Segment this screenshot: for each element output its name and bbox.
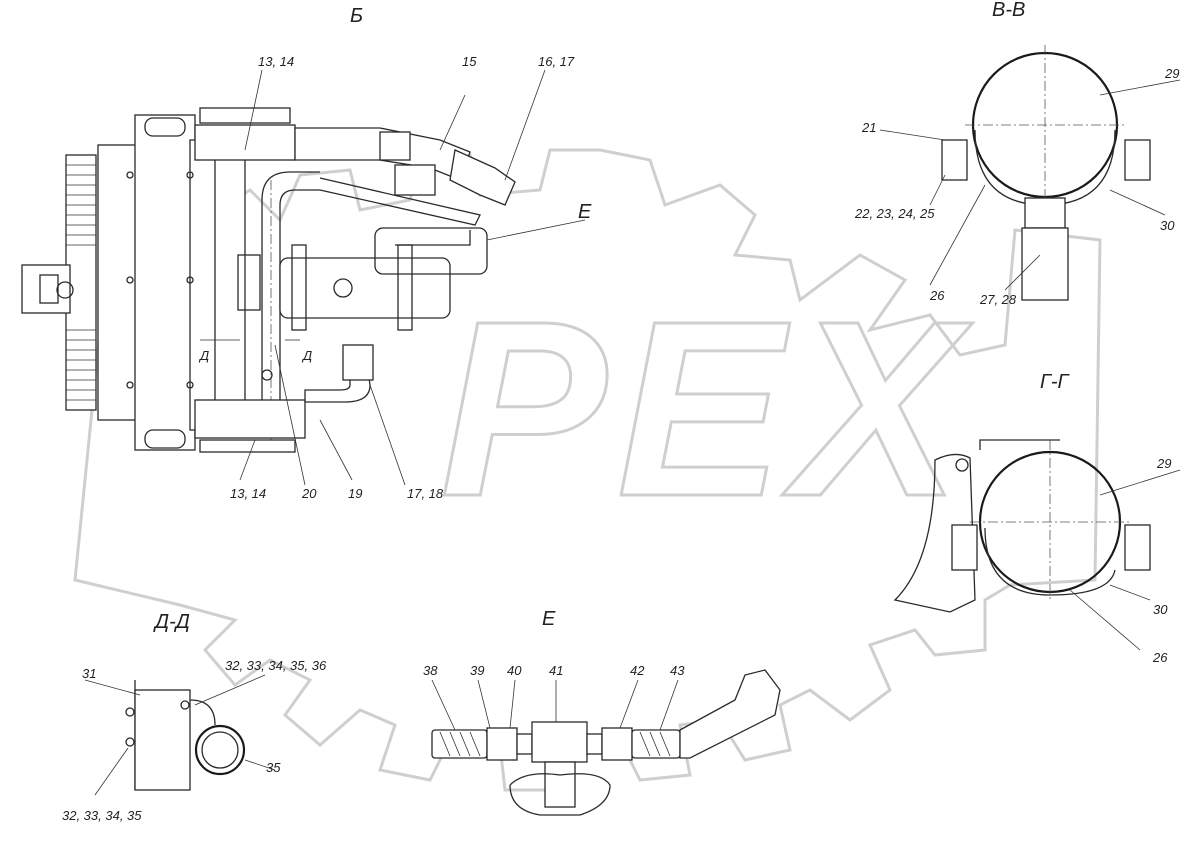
section-vv: [879, 45, 1181, 301]
label-e-42: 42: [630, 663, 645, 678]
view-title-gg: Г-Г: [1040, 371, 1071, 393]
section-dd: [84, 674, 276, 796]
vv-leaders: [879, 79, 1181, 291]
detail-e: [431, 669, 781, 816]
main-view: [21, 69, 586, 486]
label-main-d-right: Д: [301, 348, 312, 363]
label-e-38: 38: [423, 663, 438, 678]
label-vv-29: 29: [1164, 66, 1179, 81]
label-vv-30: 30: [1160, 218, 1175, 233]
view-title-dd: Д-Д: [153, 611, 190, 633]
gg-leaders: [1069, 469, 1181, 651]
label-e-41: 41: [549, 663, 563, 678]
fan-assembly: [21, 154, 97, 411]
label-main-15: 15: [462, 54, 477, 69]
view-title-b: Б: [350, 5, 363, 27]
label-main-e: Е: [578, 201, 592, 223]
upper-pipe: [194, 107, 516, 206]
label-e-40: 40: [507, 663, 522, 678]
label-gg-30: 30: [1153, 602, 1168, 617]
label-gg-26: 26: [1152, 650, 1168, 665]
label-main-16-17: 16, 17: [538, 54, 575, 69]
label-gg-29: 29: [1156, 456, 1171, 471]
detail-e-frame: [374, 227, 488, 275]
label-e-43: 43: [670, 663, 685, 678]
label-main-13-14-bottom: 13, 14: [230, 486, 266, 501]
main-leaders: [200, 69, 586, 486]
view-title-vv: В-В: [992, 0, 1025, 21]
watermark-logo: PEX: [73, 148, 1102, 792]
label-main-13-14-top: 13, 14: [258, 54, 294, 69]
label-main-19: 19: [348, 486, 362, 501]
dd-leaders: [84, 674, 276, 796]
e-leaders: [431, 679, 679, 731]
label-dd-32-36: 32, 33, 34, 35, 36: [225, 658, 327, 673]
label-dd-31: 31: [82, 666, 96, 681]
label-vv-22-25: 22, 23, 24, 25: [854, 206, 935, 221]
label-vv-26: 26: [929, 288, 945, 303]
radiator: [97, 114, 261, 451]
label-vv-21: 21: [861, 120, 876, 135]
watermark-text: PEX: [440, 269, 973, 548]
label-dd-35: 35: [266, 760, 281, 775]
lower-pipe: [194, 344, 374, 453]
tank: [279, 244, 451, 331]
vertical-pipe: [261, 171, 481, 440]
view-title-e: Е: [542, 608, 556, 630]
label-main-20: 20: [301, 486, 317, 501]
label-main-d-left: Д: [198, 348, 209, 363]
section-gg: [893, 439, 1181, 651]
label-dd-32-35: 32, 33, 34, 35: [62, 808, 142, 823]
label-vv-27-28: 27, 28: [979, 292, 1017, 307]
label-e-39: 39: [470, 663, 484, 678]
label-main-17-18: 17, 18: [407, 486, 444, 501]
